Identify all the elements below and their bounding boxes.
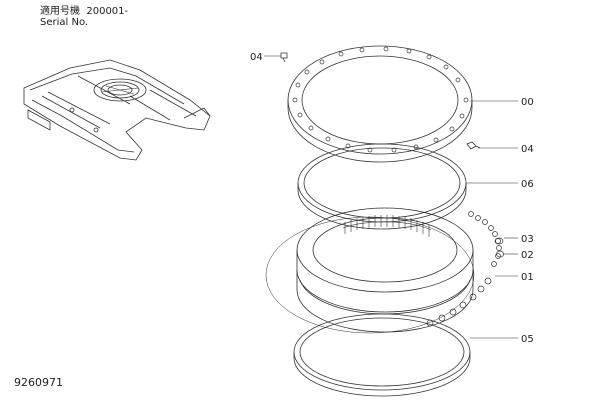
outer-race-00 bbox=[287, 45, 473, 163]
serial-label: Serial No. bbox=[40, 17, 89, 28]
grease-fitting-04-top bbox=[280, 52, 288, 63]
bolt-holes bbox=[292, 46, 469, 153]
label-06: 06 bbox=[521, 179, 534, 190]
part-labels: 04 00 04 06 03 02 01 05 bbox=[250, 52, 534, 345]
serial-range: 200001- bbox=[86, 6, 129, 17]
label-00: 00 bbox=[521, 97, 534, 108]
label-05: 05 bbox=[521, 334, 534, 345]
label-03: 03 bbox=[521, 234, 534, 245]
seal-ring-06 bbox=[297, 143, 467, 230]
diagram-number: 9260971 bbox=[14, 376, 63, 389]
undercarriage-thumbnail bbox=[23, 59, 211, 161]
grease-fitting-04-right bbox=[466, 141, 481, 150]
seal-ring-05 bbox=[293, 313, 471, 397]
gear-teeth bbox=[342, 215, 432, 237]
serial-header: 適用号機 200001- Serial No. bbox=[40, 6, 128, 28]
label-01: 01 bbox=[521, 272, 534, 283]
label-04-right: 04 bbox=[521, 144, 534, 155]
label-04-top: 04 bbox=[250, 52, 263, 63]
applicable-model-label: 適用号機 bbox=[40, 6, 80, 17]
label-02: 02 bbox=[521, 250, 534, 261]
leader-lines bbox=[264, 55, 518, 339]
applicable-model-row: 適用号機 200001- bbox=[40, 6, 128, 17]
